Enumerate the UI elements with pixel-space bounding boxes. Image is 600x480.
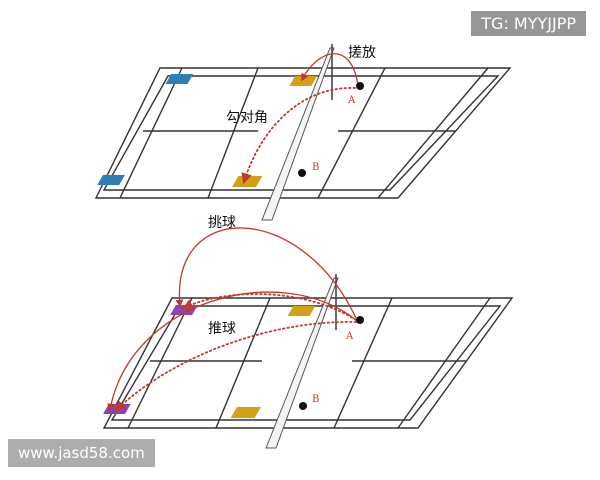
top-short-service-left	[207, 67, 259, 199]
bottom-lift-low-path	[107, 291, 357, 412]
top-point-a-label: A	[347, 95, 356, 106]
top-court: A B 搓放 勾对角	[94, 44, 512, 221]
bottom-zone-gold-front	[230, 407, 262, 418]
top-zone-gold-front	[232, 176, 263, 187]
top-drop-label: 搓放	[348, 45, 376, 61]
top-player-b	[298, 169, 306, 177]
bottom-zone-gold-net	[287, 306, 316, 316]
top-zone-blue-front	[97, 175, 125, 185]
bottom-point-b-label: B	[312, 394, 319, 405]
bottom-back-service-left	[127, 297, 193, 429]
top-court-outline	[94, 67, 512, 199]
bottom-court-outline	[102, 297, 514, 429]
bottom-court-singles-line	[110, 305, 502, 421]
bottom-court: A B 挑球 推球	[102, 215, 514, 449]
top-right-watermark: TG: MYYJJPP	[471, 11, 586, 36]
top-court-singles-line	[102, 75, 500, 191]
top-drop-shot-path	[301, 53, 359, 87]
bottom-push-label: 推球	[208, 321, 236, 337]
top-point-b-label: B	[312, 162, 319, 173]
top-zone-blue-back	[165, 74, 194, 84]
bottom-lift-label: 挑球	[208, 215, 236, 231]
top-back-service-right	[377, 67, 489, 199]
top-short-service-right	[317, 67, 386, 199]
top-cross-shot-path	[241, 87, 356, 185]
bottom-push-path-back	[182, 293, 357, 321]
top-back-service-left	[119, 67, 183, 199]
bottom-point-a-label: A	[345, 331, 354, 342]
top-net	[261, 47, 335, 221]
bottom-zone-purple-front	[102, 404, 131, 414]
bottom-back-service-right	[397, 297, 491, 429]
bottom-push-path-front	[114, 321, 357, 412]
top-cross-label: 勾对角	[226, 110, 268, 126]
top-player-a	[356, 82, 364, 90]
bottom-short-service-left	[215, 297, 271, 429]
bottom-left-watermark: www.jasd58.com	[8, 439, 155, 467]
bottom-player-b	[299, 402, 307, 410]
bottom-short-service-right	[333, 297, 393, 429]
bottom-lift-high-path	[175, 227, 357, 319]
bottom-player-a	[356, 316, 364, 324]
